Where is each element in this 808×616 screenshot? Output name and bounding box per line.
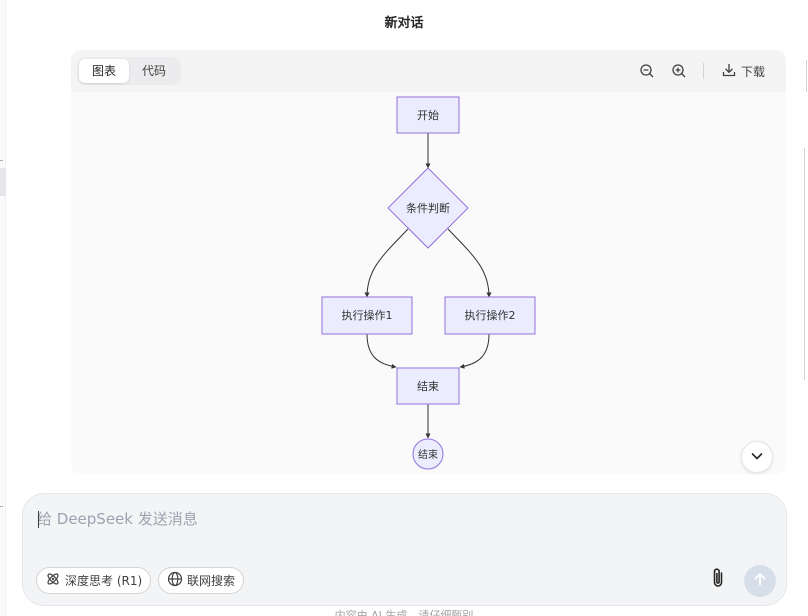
view-tabs: 图表 代码 [77,57,182,85]
sidebar-edge-tick [0,160,3,161]
scrollbar-track [806,60,808,92]
scrollbar[interactable] [804,148,808,380]
globe-icon [167,571,183,590]
node-condition: 条件判断 [387,167,469,249]
deep-think-button[interactable]: 深度思考 (R1) [36,567,152,594]
node-action1-label: 执行操作1 [342,308,393,322]
sidebar-edge [0,0,6,616]
node-end-label: 结束 [417,380,439,393]
edge-action2-end [459,333,490,369]
toolbar-divider [703,63,704,79]
diagram-card: 图表 代码 下载 [71,50,786,474]
conversation-title: 新对话 [384,16,424,31]
text-caret [38,511,39,528]
node-condition-label: 条件判断 [406,201,450,215]
tab-diagram[interactable]: 图表 [79,59,130,83]
edge-condition-action1 [364,228,409,298]
send-button[interactable] [744,565,776,597]
node-action2: 执行操作2 [444,296,536,335]
deep-think-label: 深度思考 (R1) [65,574,143,588]
arrow-up-icon [752,571,768,591]
node-terminal-label: 结束 [418,448,438,461]
flowchart: 是 否 开始 条件判断 执行操作1 执行操作2 结束 [321,96,536,470]
edge-condition-action2 [447,228,492,298]
atom-icon [45,571,61,590]
message-input[interactable] [37,508,772,548]
node-start: 开始 [396,96,460,134]
message-composer: 深度思考 (R1) 联网搜索 [22,493,787,606]
download-label: 下载 [741,64,766,79]
scroll-down-button[interactable] [741,441,773,473]
ai-disclaimer: 内容由 AI 生成，请仔细甄别 [334,609,474,616]
download-button[interactable]: 下载 [721,60,765,82]
zoom-out-icon[interactable] [637,61,657,81]
node-action1: 执行操作1 [321,296,413,335]
sidebar-edge-marker [0,168,6,196]
zoom-in-icon[interactable] [669,61,689,81]
paperclip-icon [708,567,728,593]
node-start-label: 开始 [417,108,439,122]
node-action2-label: 执行操作2 [465,308,516,322]
download-icon [721,62,737,81]
diagram-toolbar: 图表 代码 下载 [71,50,786,92]
web-search-label: 联网搜索 [187,574,236,588]
sidebar-edge-tick [0,506,3,507]
node-end: 结束 [396,367,460,405]
node-terminal: 结束 [412,438,444,470]
chevron-down-icon [750,448,764,467]
tab-code[interactable]: 代码 [142,64,167,78]
attach-button[interactable] [706,568,730,592]
edge-action1-end [366,333,397,369]
web-search-button[interactable]: 联网搜索 [158,567,245,594]
